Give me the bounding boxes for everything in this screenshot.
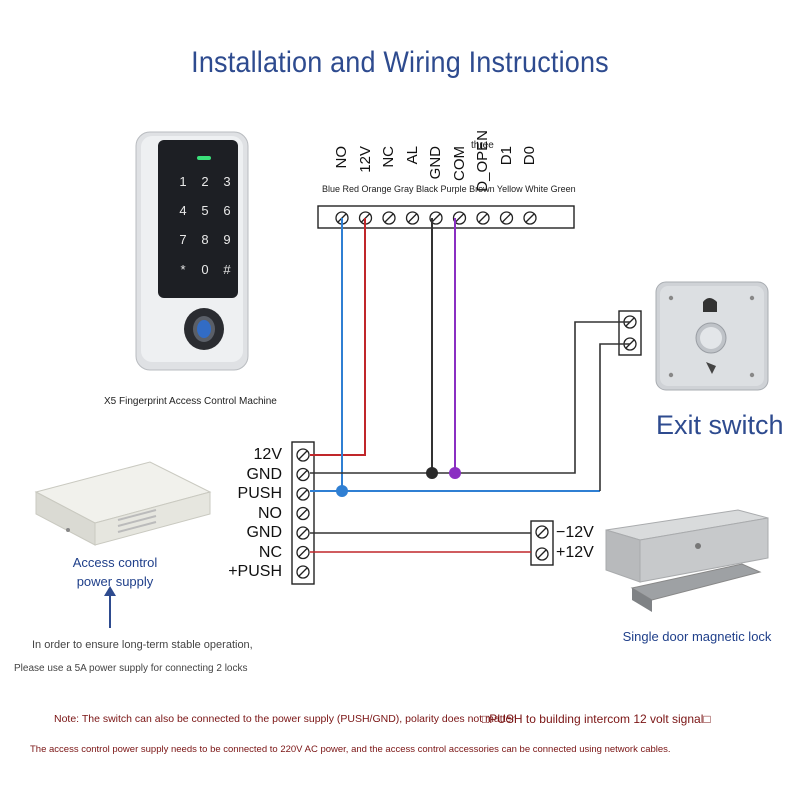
magnetic-lock-label: Single door magnetic lock [622, 629, 772, 644]
ps-terminal-screw-slot [298, 509, 308, 518]
controller-caption: X5 Fingerprint Access Control Machine [104, 396, 277, 407]
terminal-screw-slot [431, 213, 441, 223]
power-supply-image [34, 461, 212, 546]
keypad-key: 3 [223, 174, 230, 189]
lock-terminal-positive: +12V [556, 544, 594, 561]
keypad-key: 5 [201, 203, 208, 218]
power-supply-terminal-block [291, 441, 315, 585]
ps-terminal-screw-slot [298, 567, 308, 577]
terminal-screw-slot [384, 213, 394, 223]
wire-gnd-to-switch [310, 321, 630, 474]
keypad-key: 1 [179, 174, 186, 189]
keypad-key: 9 [223, 232, 230, 247]
junction-purple-dot [449, 467, 461, 479]
power-supply-caption-line2: power supply [76, 574, 154, 589]
junction-black-dot [426, 467, 438, 479]
terminal-screw-slot [455, 213, 464, 223]
terminal-screw-slot [478, 213, 488, 223]
power-supply-caption-line1: Access control [72, 555, 158, 570]
page-title: Installation and Wiring Instructions [191, 46, 609, 79]
magnetic-lock-image [605, 509, 769, 612]
exit-switch-image [655, 281, 769, 391]
ps-terminal-label: NO [258, 504, 282, 522]
stability-note-line2: Please use a 5A power supply for connect… [14, 663, 248, 674]
terminal-label: D0 [521, 146, 538, 166]
wire-blue-push [310, 218, 343, 492]
exit-switch-terminal [618, 310, 642, 356]
wire-blue-switch-leg [599, 343, 630, 491]
keypad-key: 4 [179, 203, 186, 218]
ps-terminal-screw-slot [298, 548, 308, 557]
keypad-key: # [223, 262, 231, 277]
terminal-screw-slot [502, 213, 511, 223]
switch-note: Note: The switch can also be connected t… [54, 713, 515, 725]
keypad-key: 2 [201, 174, 208, 189]
ps-terminal-label: +PUSH [228, 563, 282, 580]
terminal-label: AL [403, 146, 421, 165]
keypad-key: 7 [179, 232, 186, 247]
d-open-prefix: three [471, 140, 494, 151]
ps-terminal-screw-slot [298, 489, 308, 499]
ps-terminal-label: PUSH [237, 485, 282, 502]
keypad-key: 0 [201, 262, 208, 277]
magnetic-lock-terminal [530, 520, 554, 566]
terminal-screw-slot [408, 213, 417, 223]
terminal-label: NO [333, 146, 350, 169]
ps-terminal-screw-slot [298, 450, 308, 460]
terminal-label: COM [450, 146, 468, 181]
keypad-key: 6 [223, 203, 230, 218]
ps-terminal-label: GND [246, 465, 282, 483]
ps-terminal-label: GND [246, 524, 282, 541]
keypad-key: 8 [201, 232, 208, 247]
ps-terminal-screw-slot [298, 470, 308, 479]
exit-switch-label: Exit switch [656, 410, 784, 440]
stability-note-line1: In order to ensure long-term stable oper… [32, 639, 253, 651]
wire-red-12v [310, 218, 366, 456]
controller-terminal-strip [317, 205, 575, 229]
terminal-label: NC [380, 146, 397, 168]
intercom-note: □PUSH to building intercom 12 volt signa… [482, 712, 711, 726]
ps-terminal-label: NC [258, 543, 282, 561]
terminal-label: D1 [497, 146, 515, 166]
keypad-key: * [180, 262, 185, 277]
network-note: The access control power supply needs to… [30, 744, 671, 755]
junction-blue-dot [336, 485, 348, 497]
terminal-label: 12V [356, 146, 374, 173]
ps-terminal-label: 12V [253, 446, 282, 463]
lock-terminal-negative: −12V [556, 524, 594, 541]
terminal-screw-slot [525, 213, 535, 223]
terminal-label: GND [427, 146, 444, 180]
wire-colors-list: Blue Red Orange Gray Black Purple Brown … [322, 184, 576, 194]
ps-terminal-screw-slot [298, 528, 308, 538]
